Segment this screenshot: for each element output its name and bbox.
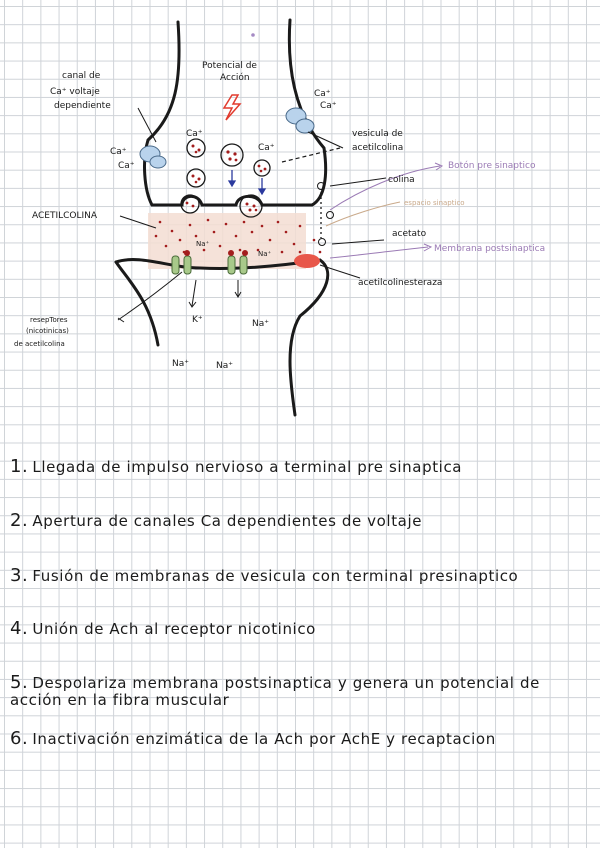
canal-label-1: canal de — [62, 71, 101, 81]
potencial-label-2: Acción — [220, 72, 250, 83]
vesicle-4 — [187, 169, 205, 187]
espacio-label: espacio sinaptico — [404, 199, 465, 207]
vesicle-2 — [221, 144, 243, 166]
ink-dot — [251, 33, 255, 37]
calcium-dashed-arrow — [282, 148, 340, 162]
acetato-label: acetato — [392, 229, 427, 239]
step-4: 4.Unión de Ach al receptor nicotinico — [10, 620, 595, 638]
colina-label: colina — [388, 175, 415, 185]
ca-right-2: Ca⁺ — [320, 101, 337, 111]
vesicula-label-2: acetilcolina — [352, 143, 403, 153]
boton-leader — [330, 163, 442, 258]
step-text: Inactivación enzimática de la Ach por Ac… — [32, 730, 495, 748]
synapse-diagram: Potencial de Acción canal de Ca⁺ voltaje… — [0, 0, 600, 430]
na-inner-left: Na⁺ — [196, 240, 210, 248]
canal-label-2: Ca⁺ voltaje — [50, 87, 100, 97]
canal-label-3: dependiente — [54, 101, 111, 111]
vesicle-movement-arrows — [229, 170, 265, 194]
vesicle-1 — [187, 139, 205, 157]
calcium-channel-right — [286, 108, 314, 133]
receptores-label-1: resepTores — [30, 316, 68, 324]
postsynaptic-membrane-left — [116, 262, 158, 345]
k-label: K⁺ — [192, 315, 203, 325]
step-1: 1.Llegada de impulso nervioso a terminal… — [10, 458, 595, 476]
step-3: 3.Fusión de membranas de vesicula con te… — [10, 567, 595, 585]
cleft-molecule — [327, 212, 334, 219]
ca-vesicle-left: Ca⁺ — [186, 129, 203, 139]
ca-right-1: Ca⁺ — [314, 89, 331, 99]
step-6: 6.Inactivación enzimática de la Ach por … — [10, 730, 595, 748]
step-number: 1. — [10, 456, 28, 477]
ion-arrows — [189, 280, 241, 307]
acetylcholinesterase-enzyme — [294, 254, 320, 268]
receptores-label-3: de acetilcolina — [14, 340, 65, 348]
acetato-molecule — [319, 239, 326, 246]
ca-left-1: Ca⁺ — [110, 147, 127, 157]
step-text: Fusión de membranas de vesicula con term… — [32, 567, 518, 585]
step-text: Llegada de impulso nervioso a terminal p… — [32, 458, 462, 476]
acetilcolina-label: ACETILCOLINA — [32, 211, 98, 221]
na-bottom-right: Na⁺ — [216, 361, 233, 371]
potencial-label-1: Potencial de — [202, 61, 257, 71]
na-label: Na⁺ — [252, 319, 269, 329]
membrana-label: Membrana postsinaptica — [434, 244, 545, 254]
step-number: 6. — [10, 728, 28, 749]
acetilcolinesterasa-label: acetilcolinesteraza — [358, 278, 442, 288]
receptores-label-2: (nicotinicas) — [26, 327, 69, 335]
ca-vesicle-right: Ca⁺ — [258, 143, 275, 153]
step-number: 3. — [10, 565, 28, 586]
step-text: Unión de Ach al receptor nicotinico — [32, 620, 316, 638]
postsynaptic-membrane — [116, 260, 328, 415]
action-potential-spark-icon — [224, 95, 240, 120]
step-number: 4. — [10, 618, 28, 639]
boton-label: Botón pre sinaptico — [448, 160, 536, 171]
vesicula-label-1: vesicula de — [352, 129, 403, 139]
step-2: 2.Apertura de canales Ca dependientes de… — [10, 512, 595, 530]
vesicle-3 — [254, 160, 270, 176]
step-5: 5.Despolariza membrana postsinaptica y g… — [10, 674, 595, 709]
step-number: 2. — [10, 510, 28, 531]
step-text: Apertura de canales Ca dependientes de v… — [32, 512, 422, 530]
step-number: 5. — [10, 672, 28, 693]
na-bottom-left: Na⁺ — [172, 359, 189, 369]
na-inner-right: Na⁺ — [258, 250, 272, 258]
ca-left-2: Ca⁺ — [118, 161, 135, 171]
step-text: Despolariza membrana postsinaptica y gen… — [10, 674, 540, 709]
